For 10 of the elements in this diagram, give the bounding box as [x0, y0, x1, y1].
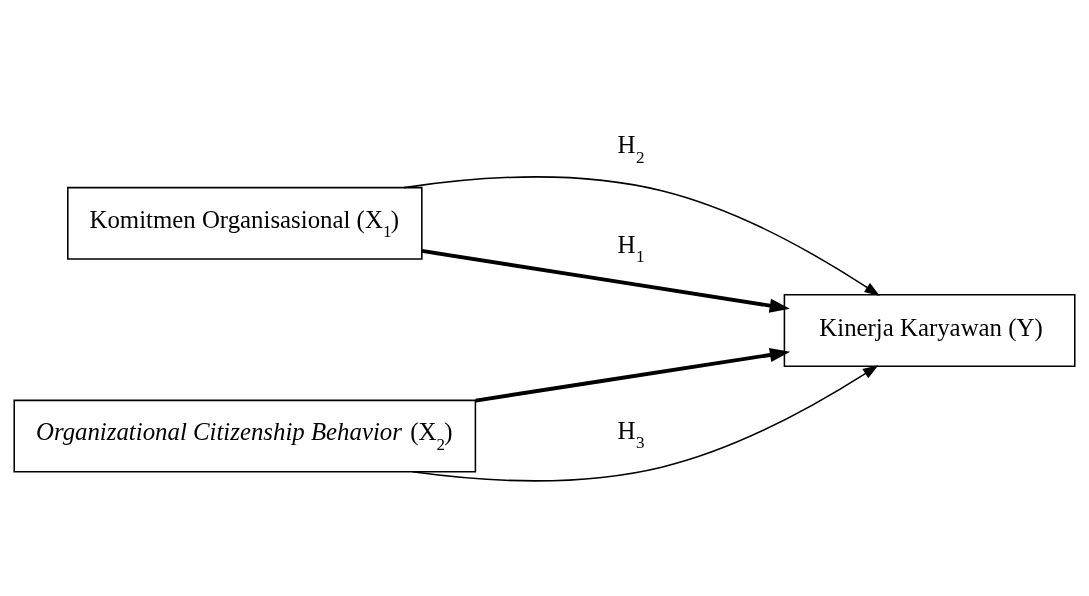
edge-label: H$_{2}$ [617, 130, 645, 167]
node-box: Organizational Citizenship Behavior (X$_{2}$) [13, 399, 477, 473]
arrow [403, 175, 880, 296]
arrow [411, 364, 879, 482]
arrow [475, 347, 791, 402]
arrow [421, 248, 790, 313]
node-box: Komitmen Organisasional (X$_{1}$) [67, 186, 423, 260]
node-box: Kinerja Karyawan (Y) [783, 293, 1076, 367]
edge-label: H$_{1}$ [617, 230, 645, 266]
edge-label: H$_{3}$ [617, 416, 645, 452]
